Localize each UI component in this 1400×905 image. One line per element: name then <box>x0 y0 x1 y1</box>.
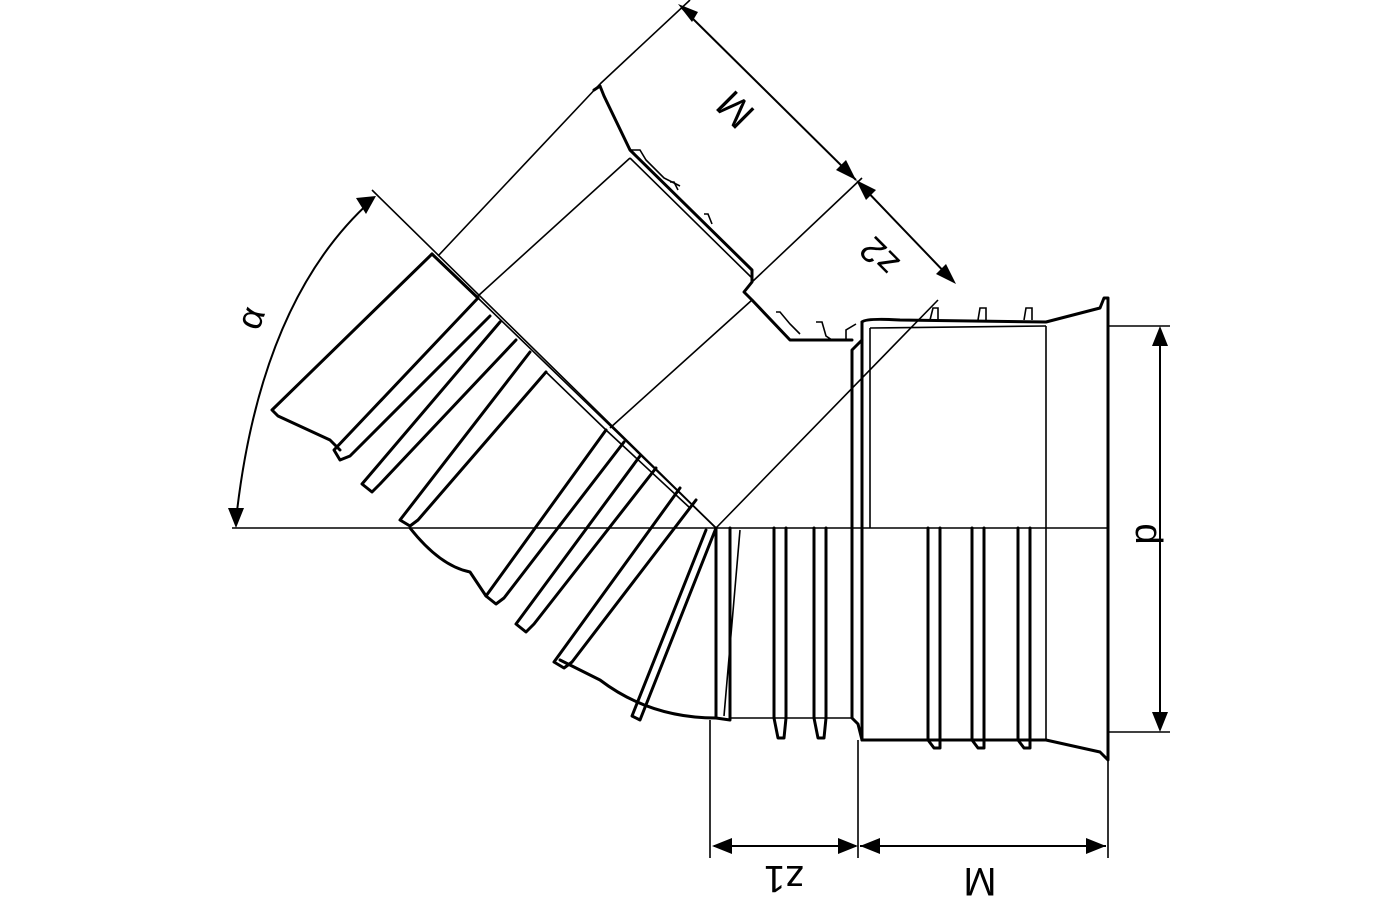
socket-rib <box>776 311 801 335</box>
M-ref-left <box>437 83 601 257</box>
label-z1: z1 <box>764 857 804 899</box>
bend-seam-rib <box>630 526 718 722</box>
socket-mouth-line <box>477 157 631 297</box>
arrow-head <box>1152 712 1168 732</box>
arrow-head <box>860 838 880 854</box>
arrow-head <box>836 160 856 180</box>
rib <box>929 307 939 321</box>
dimensions <box>228 0 1170 858</box>
ext-line-M-top-left <box>599 0 691 85</box>
bend-outer-curve <box>558 658 718 720</box>
label-d: d <box>1127 523 1169 544</box>
rib <box>1016 526 1032 750</box>
arrow-head <box>838 838 858 854</box>
bend-seam-line <box>723 529 741 717</box>
angled-rib-5 <box>514 454 658 634</box>
angled-rib-6 <box>552 486 698 670</box>
socket-rib <box>845 323 857 340</box>
rib <box>926 526 942 750</box>
socket-body-line <box>629 157 753 279</box>
angled-rib-0 <box>270 252 434 452</box>
pipe-edge-3 <box>605 429 691 509</box>
alpha-arc <box>235 199 373 521</box>
angled-rib-1 <box>332 296 492 462</box>
ext-line-M-top-right <box>751 177 863 283</box>
arrow-head <box>856 180 876 200</box>
socket-rib <box>704 213 713 225</box>
socket-rib <box>816 321 833 341</box>
spigot-rib-3 <box>850 526 864 742</box>
pipe-edge-2 <box>477 297 717 529</box>
rib-connector <box>545 371 607 431</box>
z2-reference <box>715 299 939 529</box>
angled-leg <box>270 83 939 670</box>
socket-top-inner <box>869 325 1047 329</box>
horizontal-leg <box>232 296 1110 762</box>
label-z2: z2 <box>851 229 907 285</box>
arrow-head <box>1152 326 1168 346</box>
arrow-head <box>1086 838 1106 854</box>
M-top-dimension-line <box>681 7 857 181</box>
socket-top-edge <box>860 296 1110 530</box>
angled-rib-2 <box>360 320 518 494</box>
rib <box>970 526 986 750</box>
spigot-rib-0 <box>714 526 732 722</box>
label-alpha: α <box>227 301 273 335</box>
pipe-edge <box>430 252 480 300</box>
angled-rib-4 <box>484 428 626 606</box>
socket-rib <box>630 149 681 187</box>
arrow-head <box>936 264 956 284</box>
angled-socket-edge <box>592 84 854 342</box>
angled-rib-3 <box>398 350 548 528</box>
inner-curve <box>408 526 488 598</box>
spigot-rib-2 <box>812 526 828 740</box>
arrow-head <box>678 4 698 22</box>
z2-dimension-line <box>859 183 953 281</box>
socket-rib <box>670 181 679 191</box>
arrow-head <box>712 838 732 854</box>
arrow-head <box>356 196 376 214</box>
label-M-bottom: M <box>963 859 996 900</box>
label-M-top: M <box>708 82 763 137</box>
spigot-rib-1 <box>772 526 788 740</box>
spigot-upper <box>850 338 864 530</box>
arrow-head <box>228 508 244 528</box>
inner-junction <box>609 299 753 429</box>
rib <box>1023 307 1033 321</box>
rib <box>977 307 987 321</box>
